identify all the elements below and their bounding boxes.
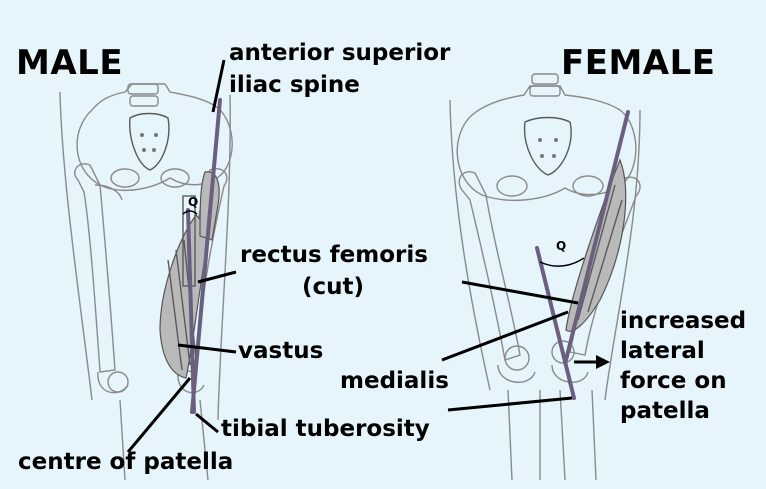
- leader-patella-male: [128, 378, 190, 452]
- increased-force-label-line4: patella: [620, 400, 710, 423]
- centre-of-patella-label: centre of patella: [18, 451, 233, 474]
- vastus-label: vastus: [238, 340, 323, 363]
- rectus-femoris-label: rectus femoris: [240, 244, 428, 267]
- increased-force-label-line3: force on: [620, 370, 727, 393]
- tibial-tuberosity-label: tibial tuberosity: [221, 418, 430, 441]
- leader-tibial-female: [448, 398, 572, 410]
- medialis-label: medialis: [340, 370, 449, 393]
- asis-label-line2: iliac spine: [229, 74, 360, 97]
- rectus-femoris-cut-label: (cut): [302, 276, 364, 299]
- leader-tibial-male: [196, 414, 218, 432]
- increased-force-label-line1: increased: [620, 310, 746, 333]
- leader-medialis: [442, 312, 568, 360]
- leader-rectus-female: [462, 282, 578, 303]
- female-title: FEMALE: [561, 46, 716, 80]
- male-q-label: Q: [188, 196, 198, 208]
- increased-force-label-line2: lateral: [620, 340, 705, 363]
- male-title: MALE: [16, 46, 123, 80]
- female-q-arc: [540, 258, 584, 266]
- asis-label-line1: anterior superior: [229, 42, 450, 65]
- female-q-label: Q: [556, 240, 566, 252]
- lateral-force-arrowhead: [596, 355, 610, 369]
